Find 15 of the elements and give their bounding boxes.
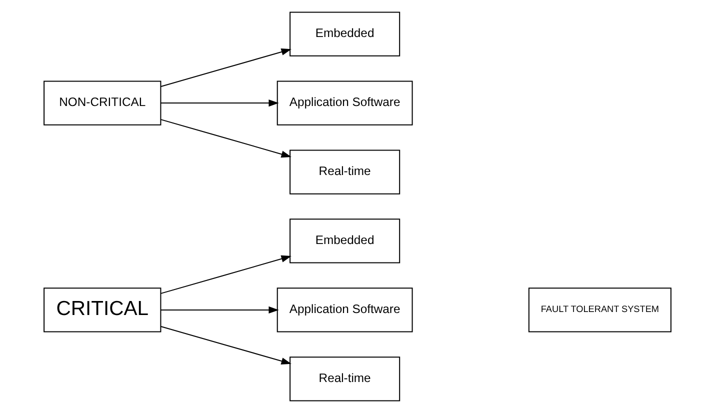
node-box: Application Software bbox=[276, 288, 413, 332]
node-box: FAULT TOLERANT SYSTEM bbox=[528, 288, 672, 332]
node-box: CRITICAL bbox=[44, 288, 162, 332]
arrow bbox=[160, 306, 279, 314]
arrow bbox=[160, 48, 292, 87]
node-box: Embedded bbox=[290, 12, 400, 56]
arrow bbox=[160, 255, 292, 294]
arrow bbox=[160, 119, 292, 158]
arrow bbox=[160, 326, 292, 365]
node-box: Application Software bbox=[276, 80, 413, 126]
node-box: Real-time bbox=[290, 150, 400, 194]
node-box: NON-CRITICAL bbox=[44, 80, 162, 126]
node-box: Embedded bbox=[290, 218, 400, 264]
arrow bbox=[160, 99, 279, 107]
node-box: Real-time bbox=[290, 356, 400, 402]
